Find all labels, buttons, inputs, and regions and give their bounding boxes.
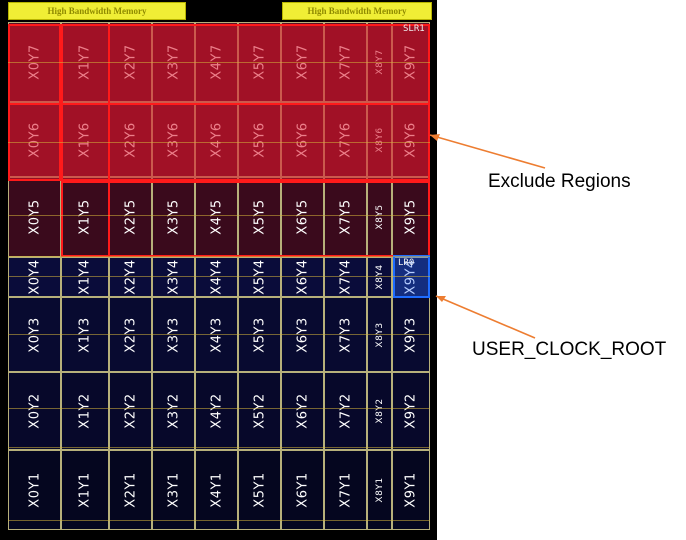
clock-region-x8y1[interactable]: X8Y1 xyxy=(367,450,392,530)
clock-region-x2y4[interactable]: X2Y4 xyxy=(109,257,152,297)
clock-region-x0y5[interactable]: X0Y5 xyxy=(8,177,61,257)
clock-region-x8y5[interactable]: X8Y5 xyxy=(367,177,392,257)
clock-region-label: X7Y1 xyxy=(338,472,353,508)
clock-region-x9y1[interactable]: X9Y1 xyxy=(392,450,430,530)
clock-region-x1y4[interactable]: X1Y4 xyxy=(61,257,109,297)
clock-region-x3y2[interactable]: X3Y2 xyxy=(152,372,195,450)
clock-region-label: X2Y4 xyxy=(123,259,138,295)
clock-region-label: X3Y4 xyxy=(166,259,181,295)
clock-region-x3y1[interactable]: X3Y1 xyxy=(152,450,195,530)
clock-region-x6y5[interactable]: X6Y5 xyxy=(281,177,324,257)
clock-region-x9y2[interactable]: X9Y2 xyxy=(392,372,430,450)
clock-region-label: X4Y2 xyxy=(209,393,224,429)
root-arrowhead xyxy=(436,296,446,302)
clock-region-label: X8Y4 xyxy=(374,264,385,290)
clock-region-x5y5[interactable]: X5Y5 xyxy=(238,177,281,257)
clock-region-x8y2[interactable]: X8Y2 xyxy=(367,372,392,450)
clock-region-label: X9Y1 xyxy=(403,472,419,508)
routing-line xyxy=(8,256,430,257)
clock-region-label: X8Y2 xyxy=(374,398,385,424)
clock-region-x1y1[interactable]: X1Y1 xyxy=(61,450,109,530)
clock-region-label: X7Y4 xyxy=(338,259,353,295)
clock-region-x2y2[interactable]: X2Y2 xyxy=(109,372,152,450)
clock-region-x6y1[interactable]: X6Y1 xyxy=(281,450,324,530)
clock-region-label: X2Y2 xyxy=(123,393,138,429)
clock-region-label: X6Y2 xyxy=(295,393,310,429)
routing-line xyxy=(8,276,430,277)
routing-line xyxy=(8,408,430,409)
clock-region-label: X2Y1 xyxy=(123,472,138,508)
clock-region-label: X6Y1 xyxy=(295,472,310,508)
clock-region-x5y1[interactable]: X5Y1 xyxy=(238,450,281,530)
routing-line xyxy=(8,520,430,521)
slr-tag: SLR1 xyxy=(403,24,425,34)
clock-region-x0y1[interactable]: X0Y1 xyxy=(8,450,61,530)
clock-region-label: X6Y4 xyxy=(295,259,310,295)
clock-region-x8y4[interactable]: X8Y4 xyxy=(367,257,392,297)
exclude-region[interactable] xyxy=(61,24,110,257)
clock-region-label: X4Y4 xyxy=(209,259,224,295)
clock-region-label: X3Y2 xyxy=(166,393,181,429)
clock-region-x5y2[interactable]: X5Y2 xyxy=(238,372,281,450)
clock-region-label: X0Y1 xyxy=(27,472,42,508)
clock-region-x6y4[interactable]: X6Y4 xyxy=(281,257,324,297)
hbm-block-right[interactable]: High Bandwidth Memory xyxy=(282,2,432,20)
routing-line xyxy=(8,334,430,335)
clock-region-label: X8Y1 xyxy=(374,477,385,503)
routing-line xyxy=(8,447,430,448)
clock-region-x6y2[interactable]: X6Y2 xyxy=(281,372,324,450)
clock-region-label: X7Y2 xyxy=(338,393,353,429)
clock-region-label: X5Y2 xyxy=(252,393,267,429)
clock-region-x9y5[interactable]: X9Y5 xyxy=(392,177,430,257)
clock-region-x3y4[interactable]: X3Y4 xyxy=(152,257,195,297)
clock-region-x4y4[interactable]: X4Y4 xyxy=(195,257,238,297)
clock-region-label: X1Y1 xyxy=(77,472,93,508)
user-clock-root-label: USER_CLOCK_ROOT xyxy=(472,339,667,360)
clock-region-x2y1[interactable]: X2Y1 xyxy=(109,450,152,530)
clock-region-x4y1[interactable]: X4Y1 xyxy=(195,450,238,530)
clock-region-x1y2[interactable]: X1Y2 xyxy=(61,372,109,450)
clock-region-x0y2[interactable]: X0Y2 xyxy=(8,372,61,450)
clock-region-label: X0Y4 xyxy=(27,259,42,295)
device-view[interactable]: High Bandwidth Memory High Bandwidth Mem… xyxy=(0,0,437,540)
exclude-regions-label: Exclude Regions xyxy=(488,171,631,192)
clock-region-label: X5Y1 xyxy=(252,472,267,508)
clock-region-label: X1Y4 xyxy=(77,259,93,295)
hbm-block-left[interactable]: High Bandwidth Memory xyxy=(8,2,186,20)
routing-line xyxy=(8,62,430,63)
clock-region-label: X9Y2 xyxy=(403,393,419,429)
clock-region-label: X4Y1 xyxy=(209,472,224,508)
routing-line xyxy=(8,215,430,216)
clock-region-x7y1[interactable]: X7Y1 xyxy=(324,450,367,530)
exclude-region[interactable] xyxy=(8,24,61,181)
clock-region-x5y4[interactable]: X5Y4 xyxy=(238,257,281,297)
lr-tag: LR0 xyxy=(398,258,415,268)
clock-region-label: X3Y1 xyxy=(166,472,181,508)
root-callout-arrow xyxy=(435,295,536,339)
exclude-region[interactable] xyxy=(61,181,430,257)
routing-line xyxy=(8,142,430,143)
clock-region-label: X1Y2 xyxy=(77,393,93,429)
clock-region-label: X0Y2 xyxy=(27,393,42,429)
clock-region-label: X5Y4 xyxy=(252,259,267,295)
clock-region-x7y2[interactable]: X7Y2 xyxy=(324,372,367,450)
clock-region-x7y5[interactable]: X7Y5 xyxy=(324,177,367,257)
clock-region-x0y4[interactable]: X0Y4 xyxy=(8,257,61,297)
exclude-callout-arrow xyxy=(429,134,546,169)
clock-region-label: X0Y5 xyxy=(27,199,42,235)
clock-region-x7y4[interactable]: X7Y4 xyxy=(324,257,367,297)
clock-region-x4y2[interactable]: X4Y2 xyxy=(195,372,238,450)
